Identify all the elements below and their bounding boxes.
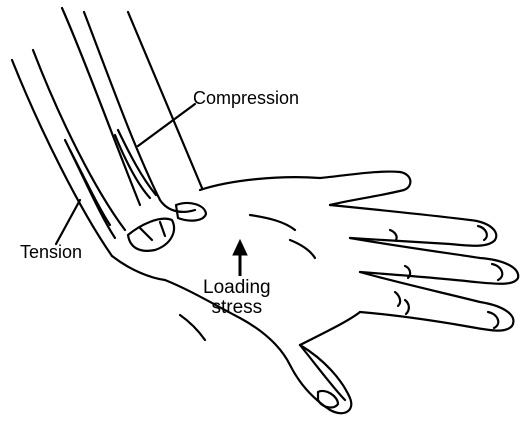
palm-crease bbox=[290, 240, 315, 258]
thumb-nail bbox=[318, 391, 338, 408]
knuckle-crease bbox=[395, 292, 400, 306]
knuckle-crease bbox=[405, 300, 409, 314]
loading-stress-label-line2: stress bbox=[203, 298, 271, 318]
knuckle-crease bbox=[390, 230, 397, 240]
ulna-bone-inner bbox=[70, 150, 110, 225]
forearm-outline-mid bbox=[62, 8, 140, 205]
little-finger bbox=[300, 312, 360, 345]
loading-stress-arrow bbox=[233, 240, 247, 276]
forearm-outline-right bbox=[128, 12, 202, 188]
loading-stress-label-line1: Loading bbox=[203, 278, 271, 298]
loading-stress-label: Loading stress bbox=[203, 278, 271, 318]
middle-nail bbox=[492, 264, 502, 280]
fracture-fragment bbox=[128, 219, 174, 251]
compression-leader-line bbox=[138, 104, 195, 146]
ring-finger bbox=[360, 272, 513, 331]
palm-crease bbox=[250, 215, 295, 230]
index-nail bbox=[478, 226, 487, 240]
palm-outline bbox=[200, 172, 410, 205]
tension-leader-line bbox=[56, 200, 80, 244]
forearm-outline-left bbox=[12, 60, 112, 256]
compression-label: Compression bbox=[193, 89, 299, 108]
ring-nail bbox=[488, 312, 498, 328]
palm-crease bbox=[180, 315, 205, 340]
tension-label: Tension bbox=[20, 243, 82, 262]
